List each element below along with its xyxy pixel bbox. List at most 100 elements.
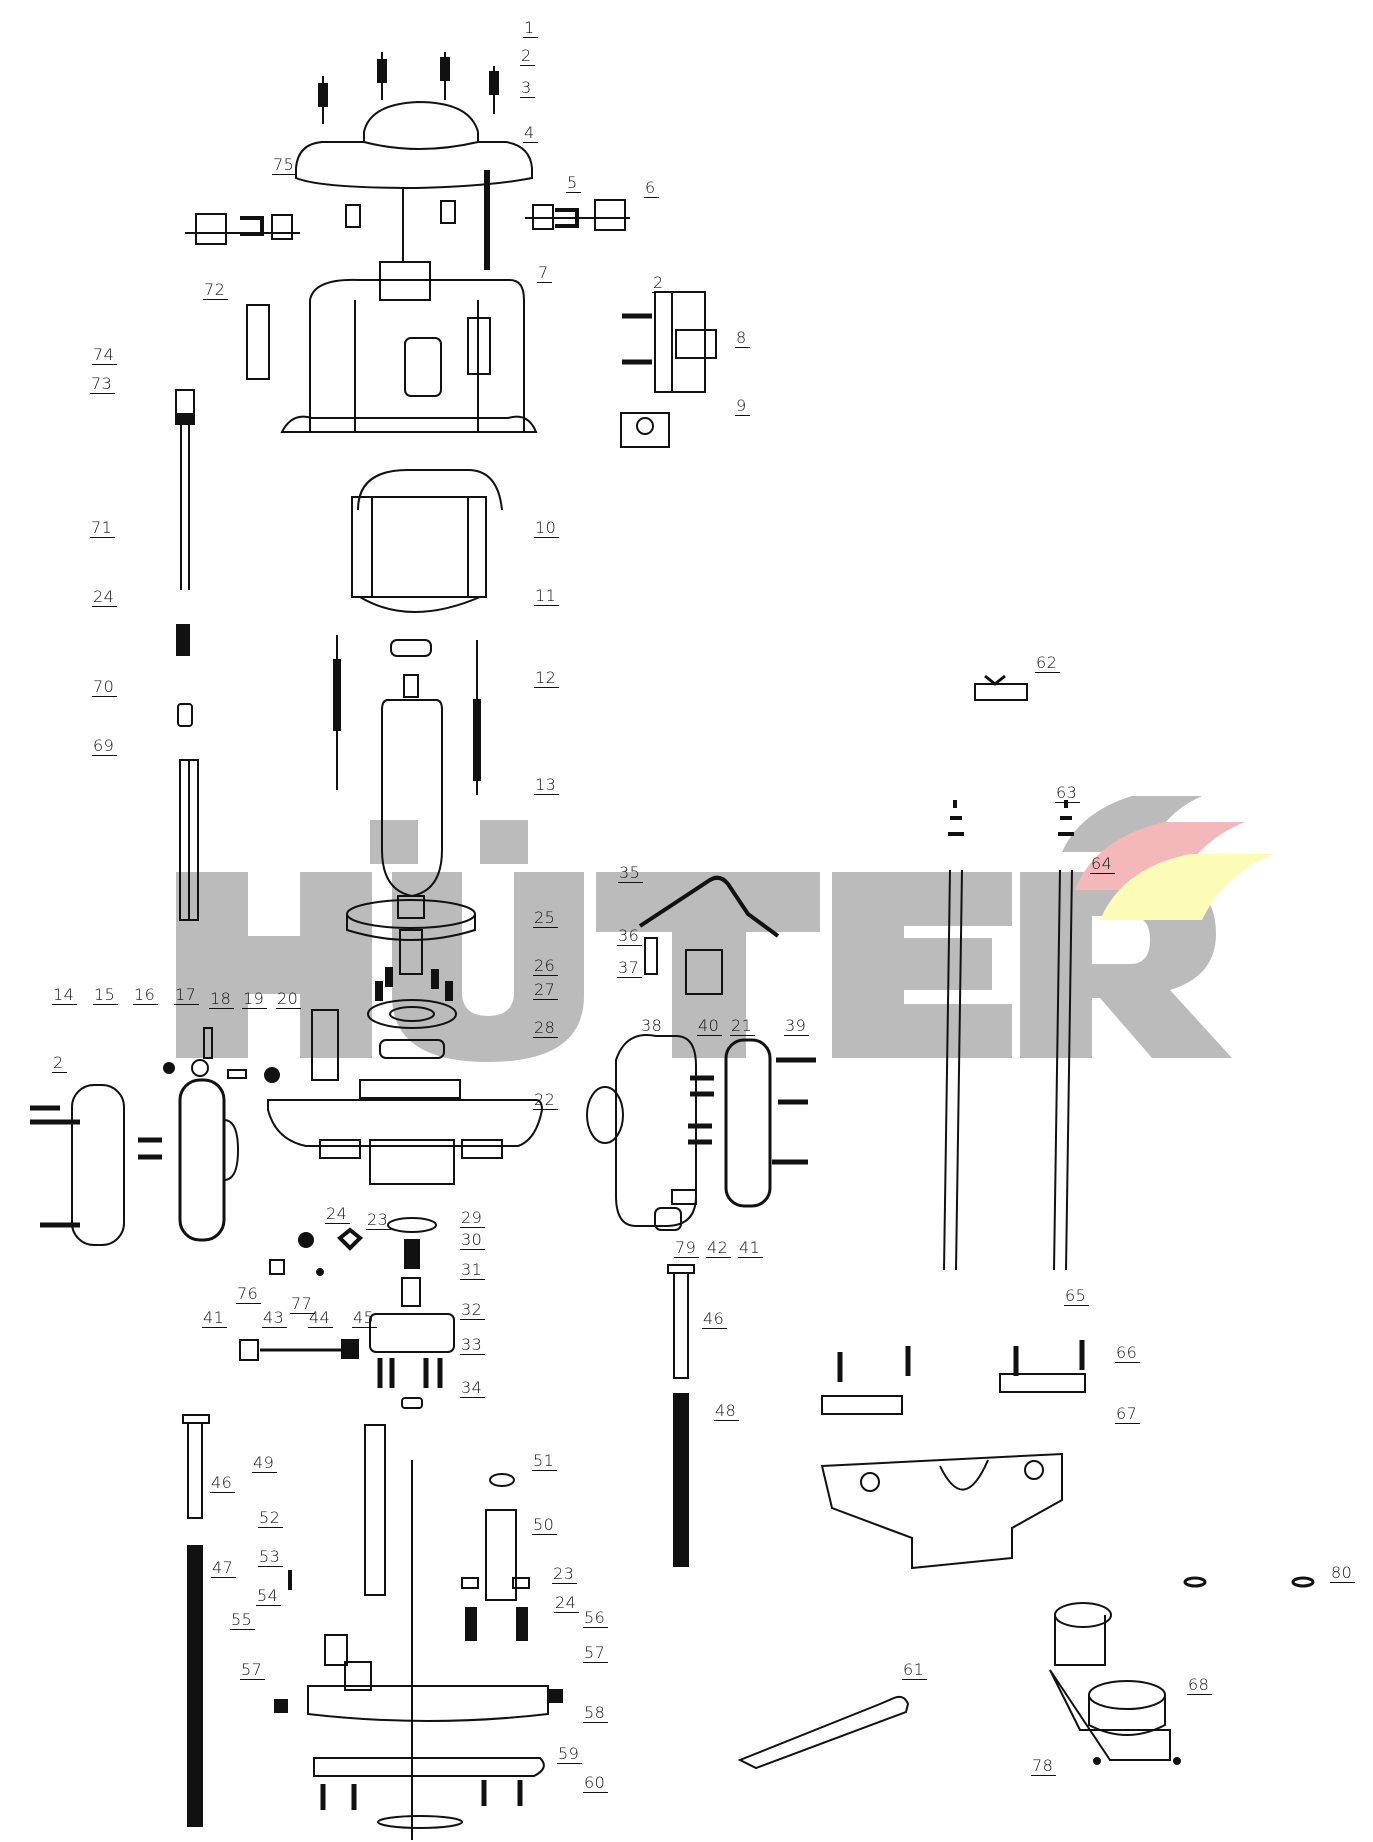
part-label-57: 57 — [240, 1662, 266, 1680]
column-housing-part-22 — [267, 1099, 544, 1185]
part-label-43: 43 — [262, 1310, 288, 1328]
part-label-23: 23 — [366, 1212, 392, 1230]
part-label-39: 39 — [784, 1018, 810, 1036]
part-label-78: 78 — [1031, 1758, 1057, 1776]
part-label-30: 30 — [460, 1232, 486, 1250]
part-label-22: 22 — [533, 1092, 559, 1110]
part-label-12: 12 — [534, 670, 560, 688]
part-label-41: 41 — [738, 1240, 764, 1258]
part-label-31: 31 — [460, 1262, 486, 1280]
part-label-42: 42 — [706, 1240, 732, 1258]
part-label-21: 21 — [730, 1018, 756, 1036]
stator-part-10 — [351, 469, 503, 613]
part-label-40: 40 — [697, 1018, 723, 1036]
part-label-20: 20 — [276, 991, 302, 1009]
wrench-part-61 — [737, 1695, 910, 1770]
part-label-37: 37 — [617, 960, 643, 978]
part-label-7: 7 — [537, 265, 552, 283]
part-label-24: 24 — [92, 589, 118, 607]
plunge-lock-parts-29-34 — [239, 1217, 455, 1409]
part-label-27: 27 — [533, 982, 559, 1000]
part-label-51: 51 — [532, 1453, 558, 1471]
part-label-2: 2 — [652, 275, 667, 293]
part-label-47: 47 — [211, 1560, 237, 1578]
part-label-18: 18 — [209, 991, 235, 1009]
part-label-76: 76 — [236, 1286, 262, 1304]
part-label-35: 35 — [618, 865, 644, 883]
part-label-24: 24 — [554, 1595, 580, 1613]
part-label-58: 58 — [583, 1705, 609, 1723]
bearing-plate-stack — [359, 967, 461, 1099]
part-label-67: 67 — [1115, 1406, 1141, 1424]
part-label-64: 64 — [1090, 856, 1116, 874]
part-label-45: 45 — [352, 1310, 378, 1328]
part-label-14: 14 — [52, 987, 78, 1005]
depth-rod — [175, 389, 199, 921]
part-label-56: 56 — [583, 1610, 609, 1628]
part-label-9: 9 — [735, 398, 750, 416]
part-label-61: 61 — [902, 1662, 928, 1680]
part-label-13: 13 — [534, 777, 560, 795]
power-cord-part-35 — [638, 875, 780, 995]
part-label-16: 16 — [133, 987, 159, 1005]
part-label-71: 71 — [90, 520, 116, 538]
part-label-44: 44 — [308, 1310, 334, 1328]
part-label-68: 68 — [1187, 1677, 1213, 1695]
part-label-69: 69 — [92, 738, 118, 756]
part-label-75: 75 — [272, 157, 298, 175]
router-base-parts-49-60 — [274, 1424, 563, 1840]
part-label-41: 41 — [202, 1310, 228, 1328]
part-label-33: 33 — [460, 1337, 486, 1355]
part-label-73: 73 — [90, 376, 116, 394]
part-label-38: 38 — [640, 1018, 666, 1036]
part-label-63: 63 — [1055, 785, 1081, 803]
dust-adapter-part-68 — [1049, 1602, 1181, 1765]
left-handle-parts-14-15 — [30, 1078, 240, 1246]
part-label-79: 79 — [674, 1240, 700, 1258]
part-label-34: 34 — [460, 1380, 486, 1398]
part-label-8: 8 — [735, 330, 750, 348]
part-label-10: 10 — [534, 520, 560, 538]
parallel-guide-parts-65-67 — [820, 1340, 1086, 1570]
part-label-36: 36 — [617, 928, 643, 946]
part-label-3: 3 — [520, 80, 535, 98]
part-label-2: 2 — [520, 48, 535, 66]
part-label-11: 11 — [534, 588, 560, 606]
right-handle-parts-38-39 — [586, 1034, 816, 1231]
part-label-4: 4 — [523, 125, 538, 143]
part-label-59: 59 — [557, 1746, 583, 1764]
part-label-65: 65 — [1064, 1288, 1090, 1306]
part-label-32: 32 — [460, 1302, 486, 1320]
part-label-25: 25 — [533, 910, 559, 928]
part-label-5: 5 — [566, 175, 581, 193]
part-label-80: 80 — [1330, 1565, 1356, 1583]
part-label-2: 2 — [52, 1055, 67, 1073]
motor-housing-part-7 — [280, 188, 538, 433]
part-label-15: 15 — [93, 987, 119, 1005]
part-label-17: 17 — [174, 987, 200, 1005]
part-label-19: 19 — [242, 991, 268, 1009]
switch-cover-part-8 — [620, 291, 717, 448]
part-label-6: 6 — [644, 180, 659, 198]
part-label-26: 26 — [533, 958, 559, 976]
part-label-24: 24 — [325, 1206, 351, 1224]
part-label-29: 29 — [460, 1210, 486, 1228]
part-label-28: 28 — [533, 1020, 559, 1038]
part-label-72: 72 — [203, 282, 229, 300]
part-label-70: 70 — [92, 679, 118, 697]
lock-lever-parts-16-19 — [163, 1009, 339, 1083]
part-label-66: 66 — [1115, 1345, 1141, 1363]
part-label-60: 60 — [583, 1775, 609, 1793]
brush-holders — [185, 199, 630, 245]
part-label-77: 77 — [290, 1296, 316, 1314]
part-label-74: 74 — [92, 347, 118, 365]
part-label-23: 23 — [552, 1566, 578, 1584]
part-label-62: 62 — [1035, 655, 1061, 673]
armature-part-13 — [346, 674, 476, 975]
guide-rods — [943, 800, 1074, 1271]
part-label-54: 54 — [256, 1588, 282, 1606]
columns-and-springs — [182, 1264, 695, 1827]
part-label-53: 53 — [258, 1549, 284, 1567]
